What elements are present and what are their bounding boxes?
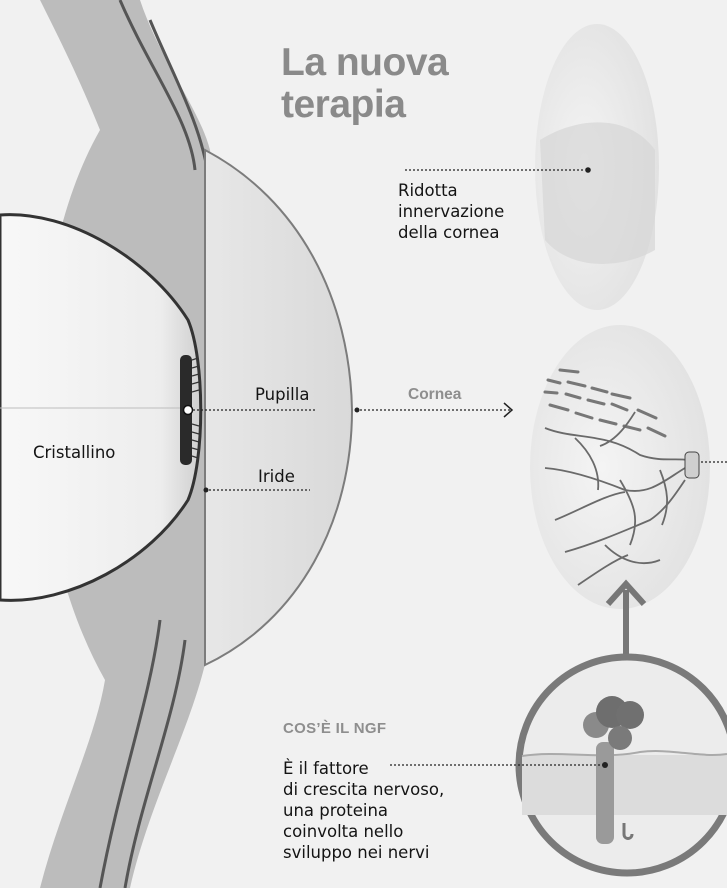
- ngf-line-4: coinvolta nello: [283, 821, 513, 842]
- title-line-2: terapia: [281, 84, 481, 126]
- cristallino-label: Cristallino: [33, 442, 115, 463]
- cornea-marker: [355, 408, 360, 413]
- ngf-molecule-c: [616, 701, 644, 729]
- ngf-cluster: [685, 452, 699, 478]
- cornea-label: Cornea: [408, 386, 461, 404]
- reduced-marker: [585, 167, 591, 173]
- receptor-stem: [596, 742, 614, 844]
- cornea-oval-innervated: [530, 325, 710, 609]
- reduced-line-1: Ridotta: [398, 180, 504, 201]
- ngf-line-3: una proteina: [283, 800, 513, 821]
- ngf-heading: COS’È IL NGF: [283, 720, 386, 737]
- anterior-chamber: [205, 150, 352, 665]
- ngf-line-2: di crescita nervoso,: [283, 779, 513, 800]
- iride-marker: [204, 488, 209, 493]
- reduced-line-3: della cornea: [398, 222, 504, 243]
- iride-label: Iride: [258, 466, 295, 487]
- pupil-marker: [184, 406, 193, 415]
- page-title: La nuova terapia: [281, 42, 481, 126]
- title-line-1: La nuova: [281, 42, 481, 84]
- ngf-molecule-d: [608, 726, 632, 750]
- ngf-marker: [602, 762, 608, 768]
- ngf-line-5: sviluppo nei nervi: [283, 842, 513, 863]
- cornea-oval-shade: [540, 122, 655, 264]
- pupilla-label: Pupilla: [255, 384, 309, 405]
- membrane-layer: [522, 755, 727, 815]
- ngf-description: È il fattore di crescita nervoso, una pr…: [283, 758, 513, 863]
- reduced-innervation-label: Ridotta innervazione della cornea: [398, 180, 504, 243]
- ngf-line-1: È il fattore: [283, 758, 513, 779]
- reduced-line-2: innervazione: [398, 201, 504, 222]
